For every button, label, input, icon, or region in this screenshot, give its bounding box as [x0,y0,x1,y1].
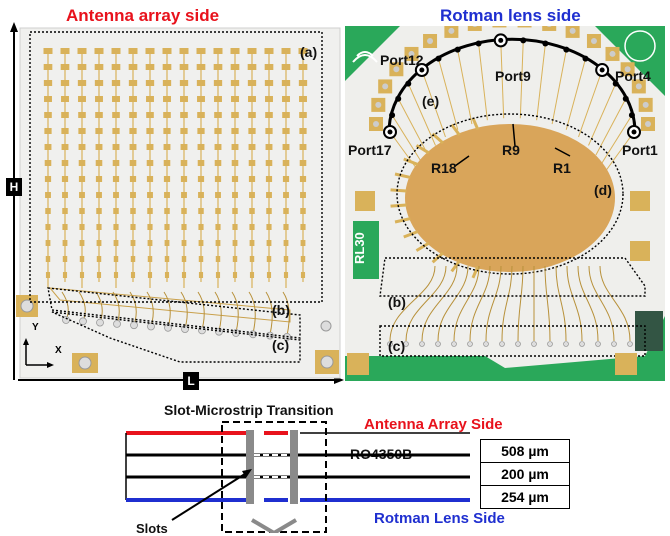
layer-thickness-2: 200 µm [480,462,570,486]
right-label-d: (d) [594,182,612,198]
slots-label: Slots [136,521,168,536]
lens-dummy-ports [390,117,480,279]
port4-label: Port4 [615,68,651,84]
rotman-lens-side-label: Rotman Lens Side [374,510,505,527]
radius-r9-label: R9 [502,142,520,158]
transition-title: Slot-Microstrip Transition [164,402,334,418]
right-label-c: (c) [388,338,406,354]
right-label-b: (b) [388,294,406,310]
port17-label: Port17 [348,142,392,158]
left-feed-lines [61,291,291,341]
antenna-array-board [10,22,344,384]
layer-thickness-1: 508 µm [480,439,570,463]
port12-label: Port12 [380,52,424,68]
rotman-lens-board [345,26,665,381]
x-axis-label: X [55,345,62,356]
left-label-b: (b) [272,302,290,318]
substrate-label: RO4350B [350,446,413,462]
beam-port-dots [383,33,641,139]
port1-label: Port1 [622,142,658,158]
right-label-e: (e) [422,93,440,109]
beam-port-connectors [369,26,655,131]
antenna-elements [43,48,308,288]
antenna-array-side-title: Antenna array side [66,6,220,25]
radius-r18-label: R18 [431,160,457,176]
antenna-array-side-label: Antenna Array Side [364,416,503,433]
left-label-a: (a) [300,44,318,60]
port-feed-lines [389,40,635,177]
output-feed-lines [387,265,633,347]
board-id-label: RL30 [352,232,367,264]
height-dimension-label: H [6,178,22,196]
length-dimension-label: L [183,372,199,390]
rotman-lens-side-title: Rotman lens side [440,6,581,25]
port9-label: Port9 [495,68,531,84]
left-label-c: (c) [272,337,290,353]
layer-thickness-3: 254 µm [480,485,570,509]
y-axis-label: Y [32,322,39,333]
radius-r1-label: R1 [553,160,571,176]
